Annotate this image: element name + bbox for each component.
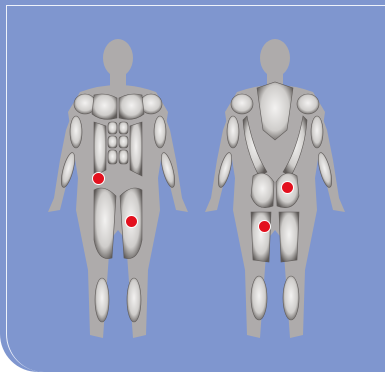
back-body-figure bbox=[187, 0, 363, 372]
front-body-figure bbox=[30, 0, 206, 372]
front-silhouette bbox=[48, 39, 188, 338]
